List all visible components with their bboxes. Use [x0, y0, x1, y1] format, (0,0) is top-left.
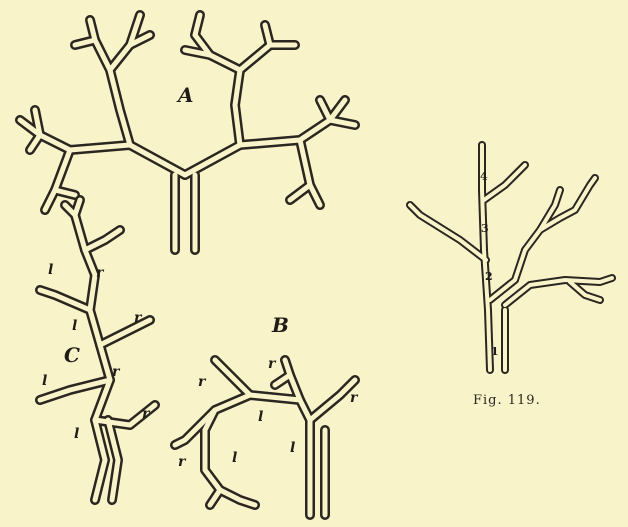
- branch-label-r: r: [178, 454, 187, 470]
- fig-119-specimen: 1 2 3 4 Fig. 119.: [410, 145, 612, 408]
- figure-caption: Fig. 119.: [473, 393, 541, 408]
- branch-label-l: l: [42, 373, 47, 389]
- panel-label-c: C: [64, 343, 80, 367]
- segment-number-4: 4: [480, 170, 488, 183]
- segment-number-2: 2: [485, 270, 493, 283]
- branch-label-r: r: [350, 390, 359, 406]
- branch-label-l: l: [232, 450, 237, 466]
- panel-label-a: A: [176, 83, 194, 107]
- diagram-b: B r r l r l l r: [175, 313, 359, 515]
- branch-label-l: l: [48, 262, 53, 278]
- diagram-c: l r l r C l r l r: [40, 200, 155, 500]
- segment-number-1: 1: [491, 345, 499, 358]
- branch-label-r: r: [198, 374, 207, 390]
- branch-label-r: r: [96, 265, 105, 281]
- segment-number-3: 3: [481, 222, 489, 235]
- panel-label-b: B: [271, 313, 289, 337]
- branch-label-l: l: [258, 409, 263, 425]
- branch-label-l: l: [290, 440, 295, 456]
- branch-label-l: l: [72, 318, 77, 334]
- branch-label-r: r: [112, 364, 121, 380]
- branch-label-r: r: [268, 356, 277, 372]
- branch-label-l: l: [74, 426, 79, 442]
